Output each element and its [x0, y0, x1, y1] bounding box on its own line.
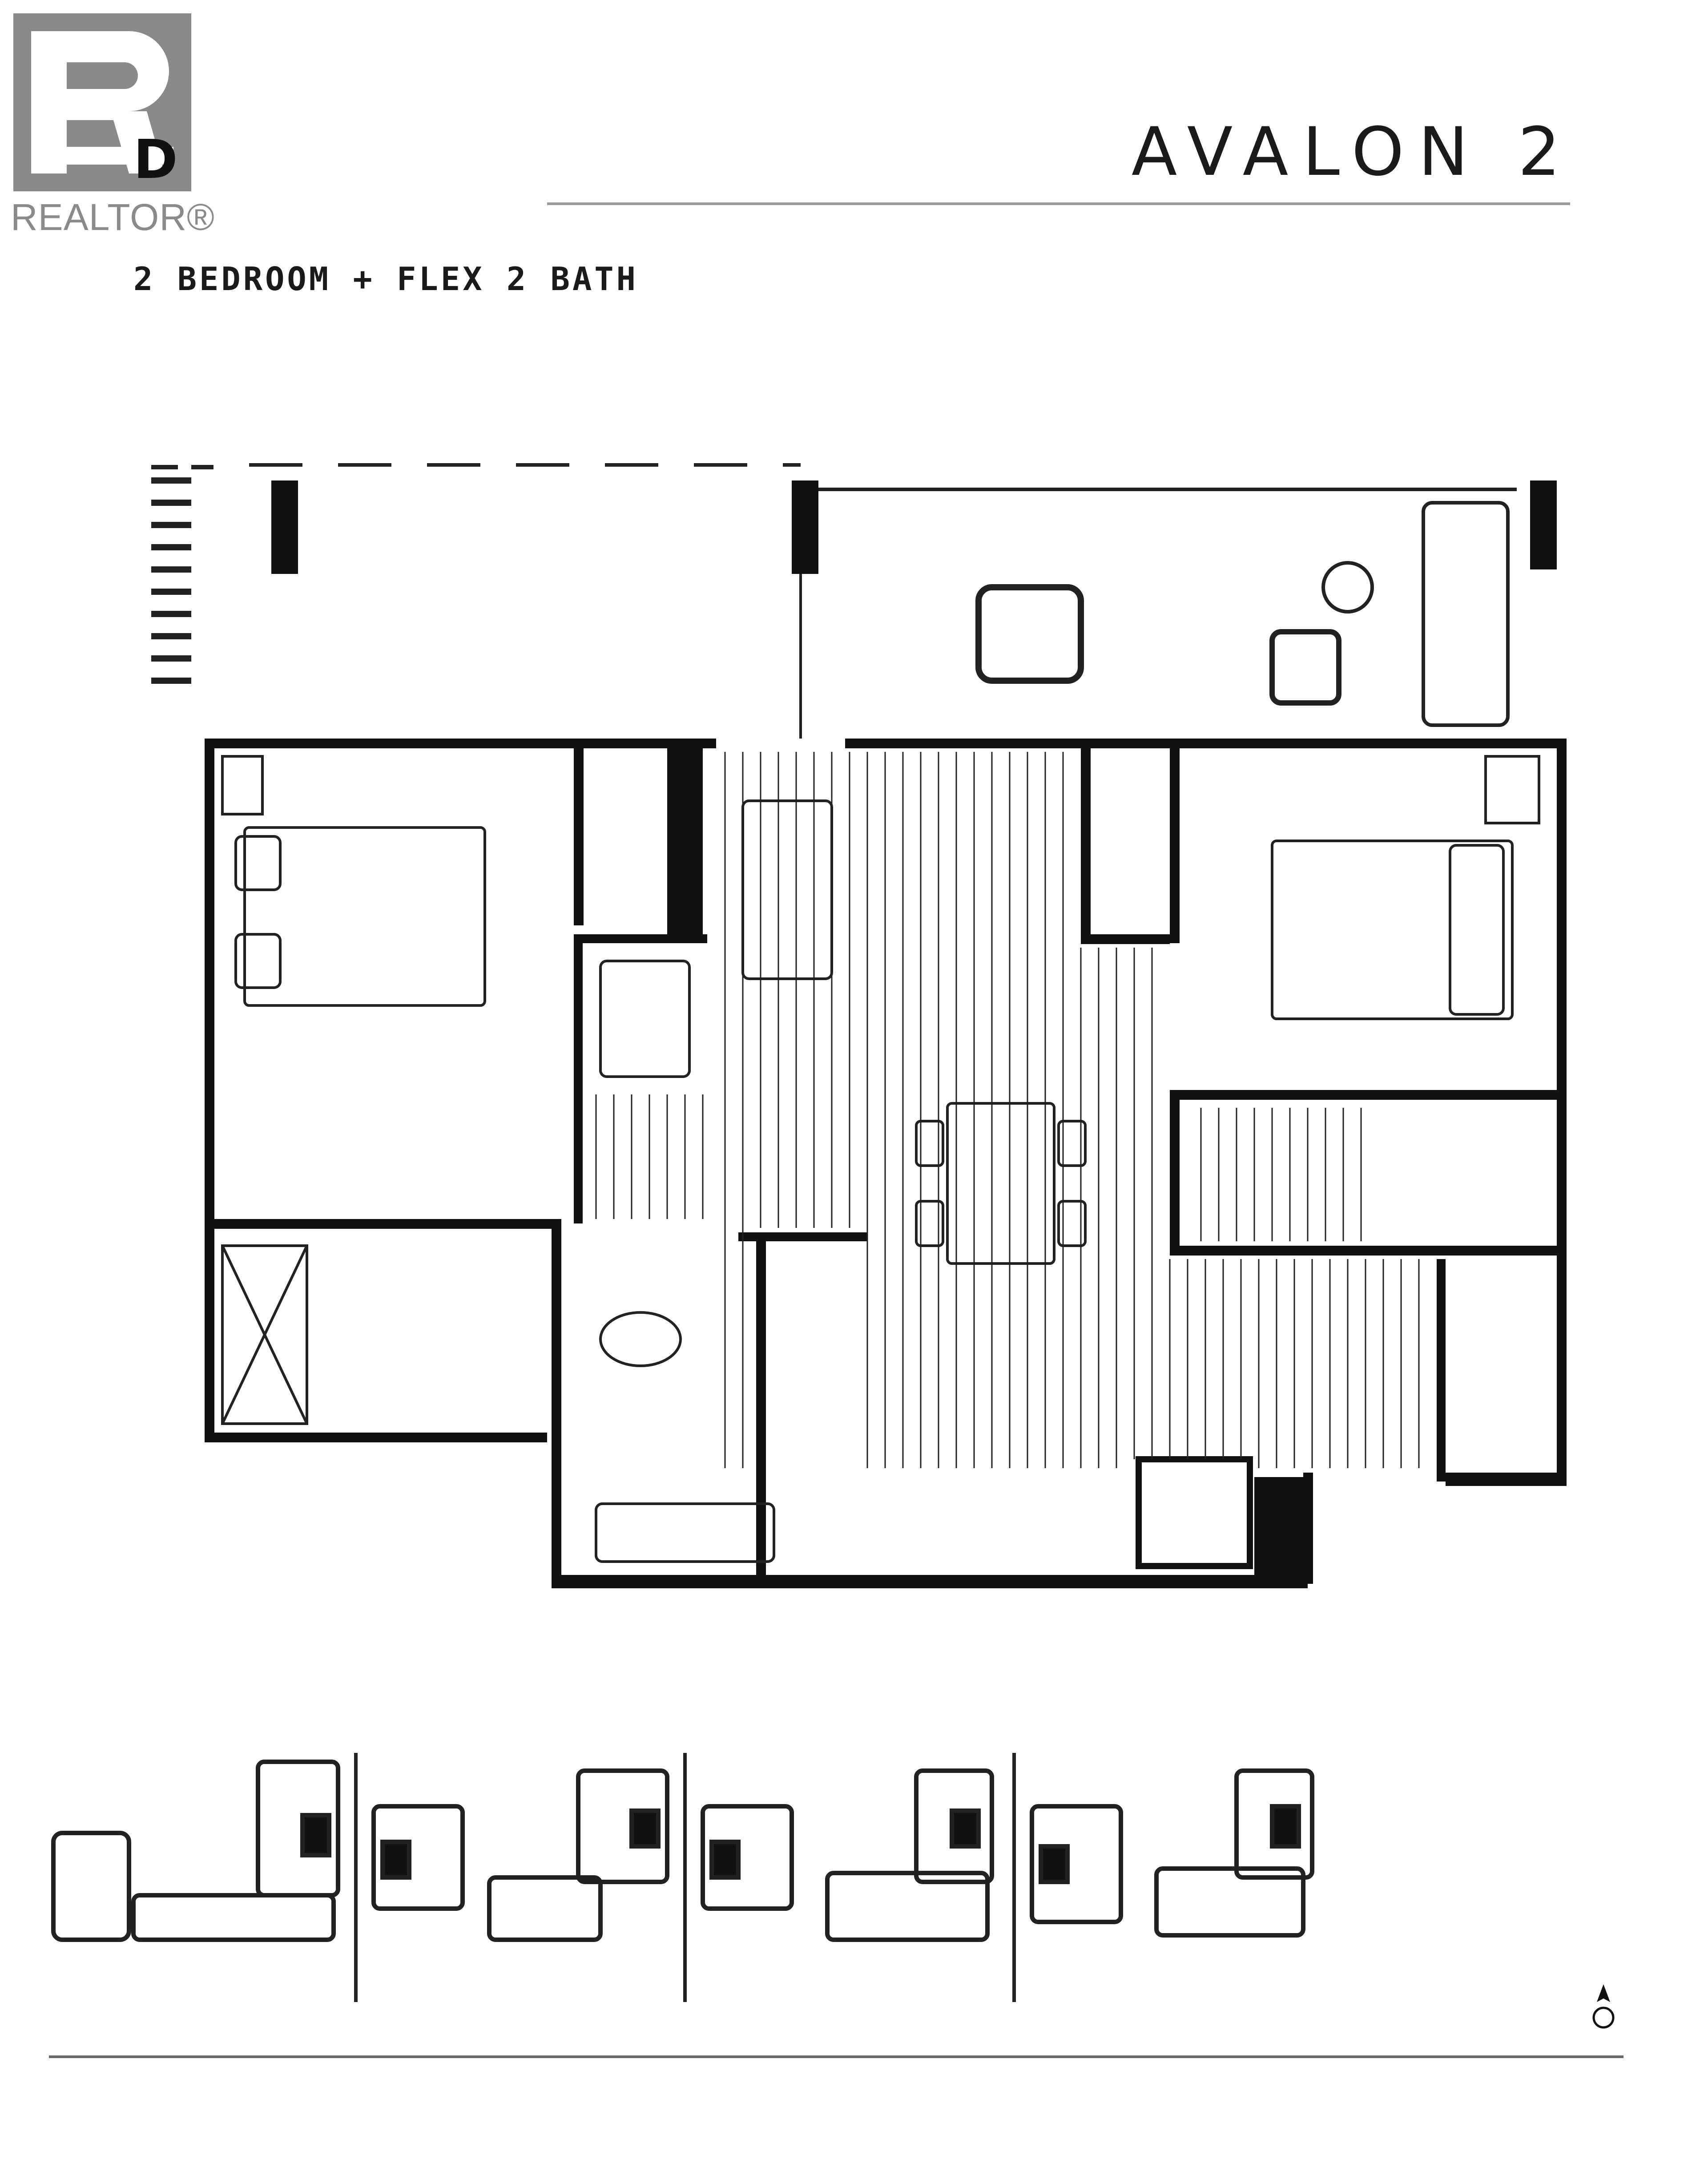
north-arrow-icon: [1592, 1984, 1615, 2029]
dining-table: [946, 1102, 1055, 1265]
balcony-railing: [151, 477, 191, 684]
flooring-lines: [595, 752, 1420, 1468]
sofa: [741, 799, 833, 980]
key-plan-3: [701, 1768, 994, 1942]
footer-divider: [49, 2055, 1623, 2058]
patio-stool: [1321, 561, 1374, 614]
kitchen-dining: [741, 799, 1087, 1265]
bed-2: [1271, 840, 1514, 1020]
key-plan-2: [371, 1768, 669, 1942]
bedroom-1-furniture: [221, 755, 486, 1007]
washer: [599, 960, 691, 1078]
realtor-logo-text: REALTOR®: [11, 196, 215, 238]
balcony: [151, 463, 1557, 739]
realtor-r-icon: [13, 13, 191, 191]
patio-chair: [1269, 629, 1341, 706]
interior-walls: [205, 739, 1561, 1584]
bathtub: [595, 1502, 775, 1563]
toilet: [599, 1311, 682, 1367]
unit-letter: D: [133, 129, 178, 191]
patio-table: [975, 584, 1084, 684]
floor-plan-drawing: [151, 463, 1567, 1588]
bed-1: [243, 826, 486, 1007]
title-divider: [547, 202, 1570, 205]
patio-lounger: [1422, 501, 1510, 727]
key-plan-thumbnails: [51, 1753, 1314, 2002]
realtor-logo-box: [13, 13, 191, 191]
bedroom-2-furniture: [1271, 755, 1540, 1020]
plan-type-heading: 2 BEDROOM + FLEX 2 BATH: [133, 260, 638, 298]
bathroom-fixtures: [221, 960, 775, 1563]
building-title: AVALON 2: [1131, 113, 1575, 191]
key-plan-1: [51, 1760, 340, 1942]
key-plan-4: [1030, 1768, 1314, 1938]
realtor-logo: REALTOR®: [9, 9, 214, 240]
shower: [221, 1244, 308, 1425]
